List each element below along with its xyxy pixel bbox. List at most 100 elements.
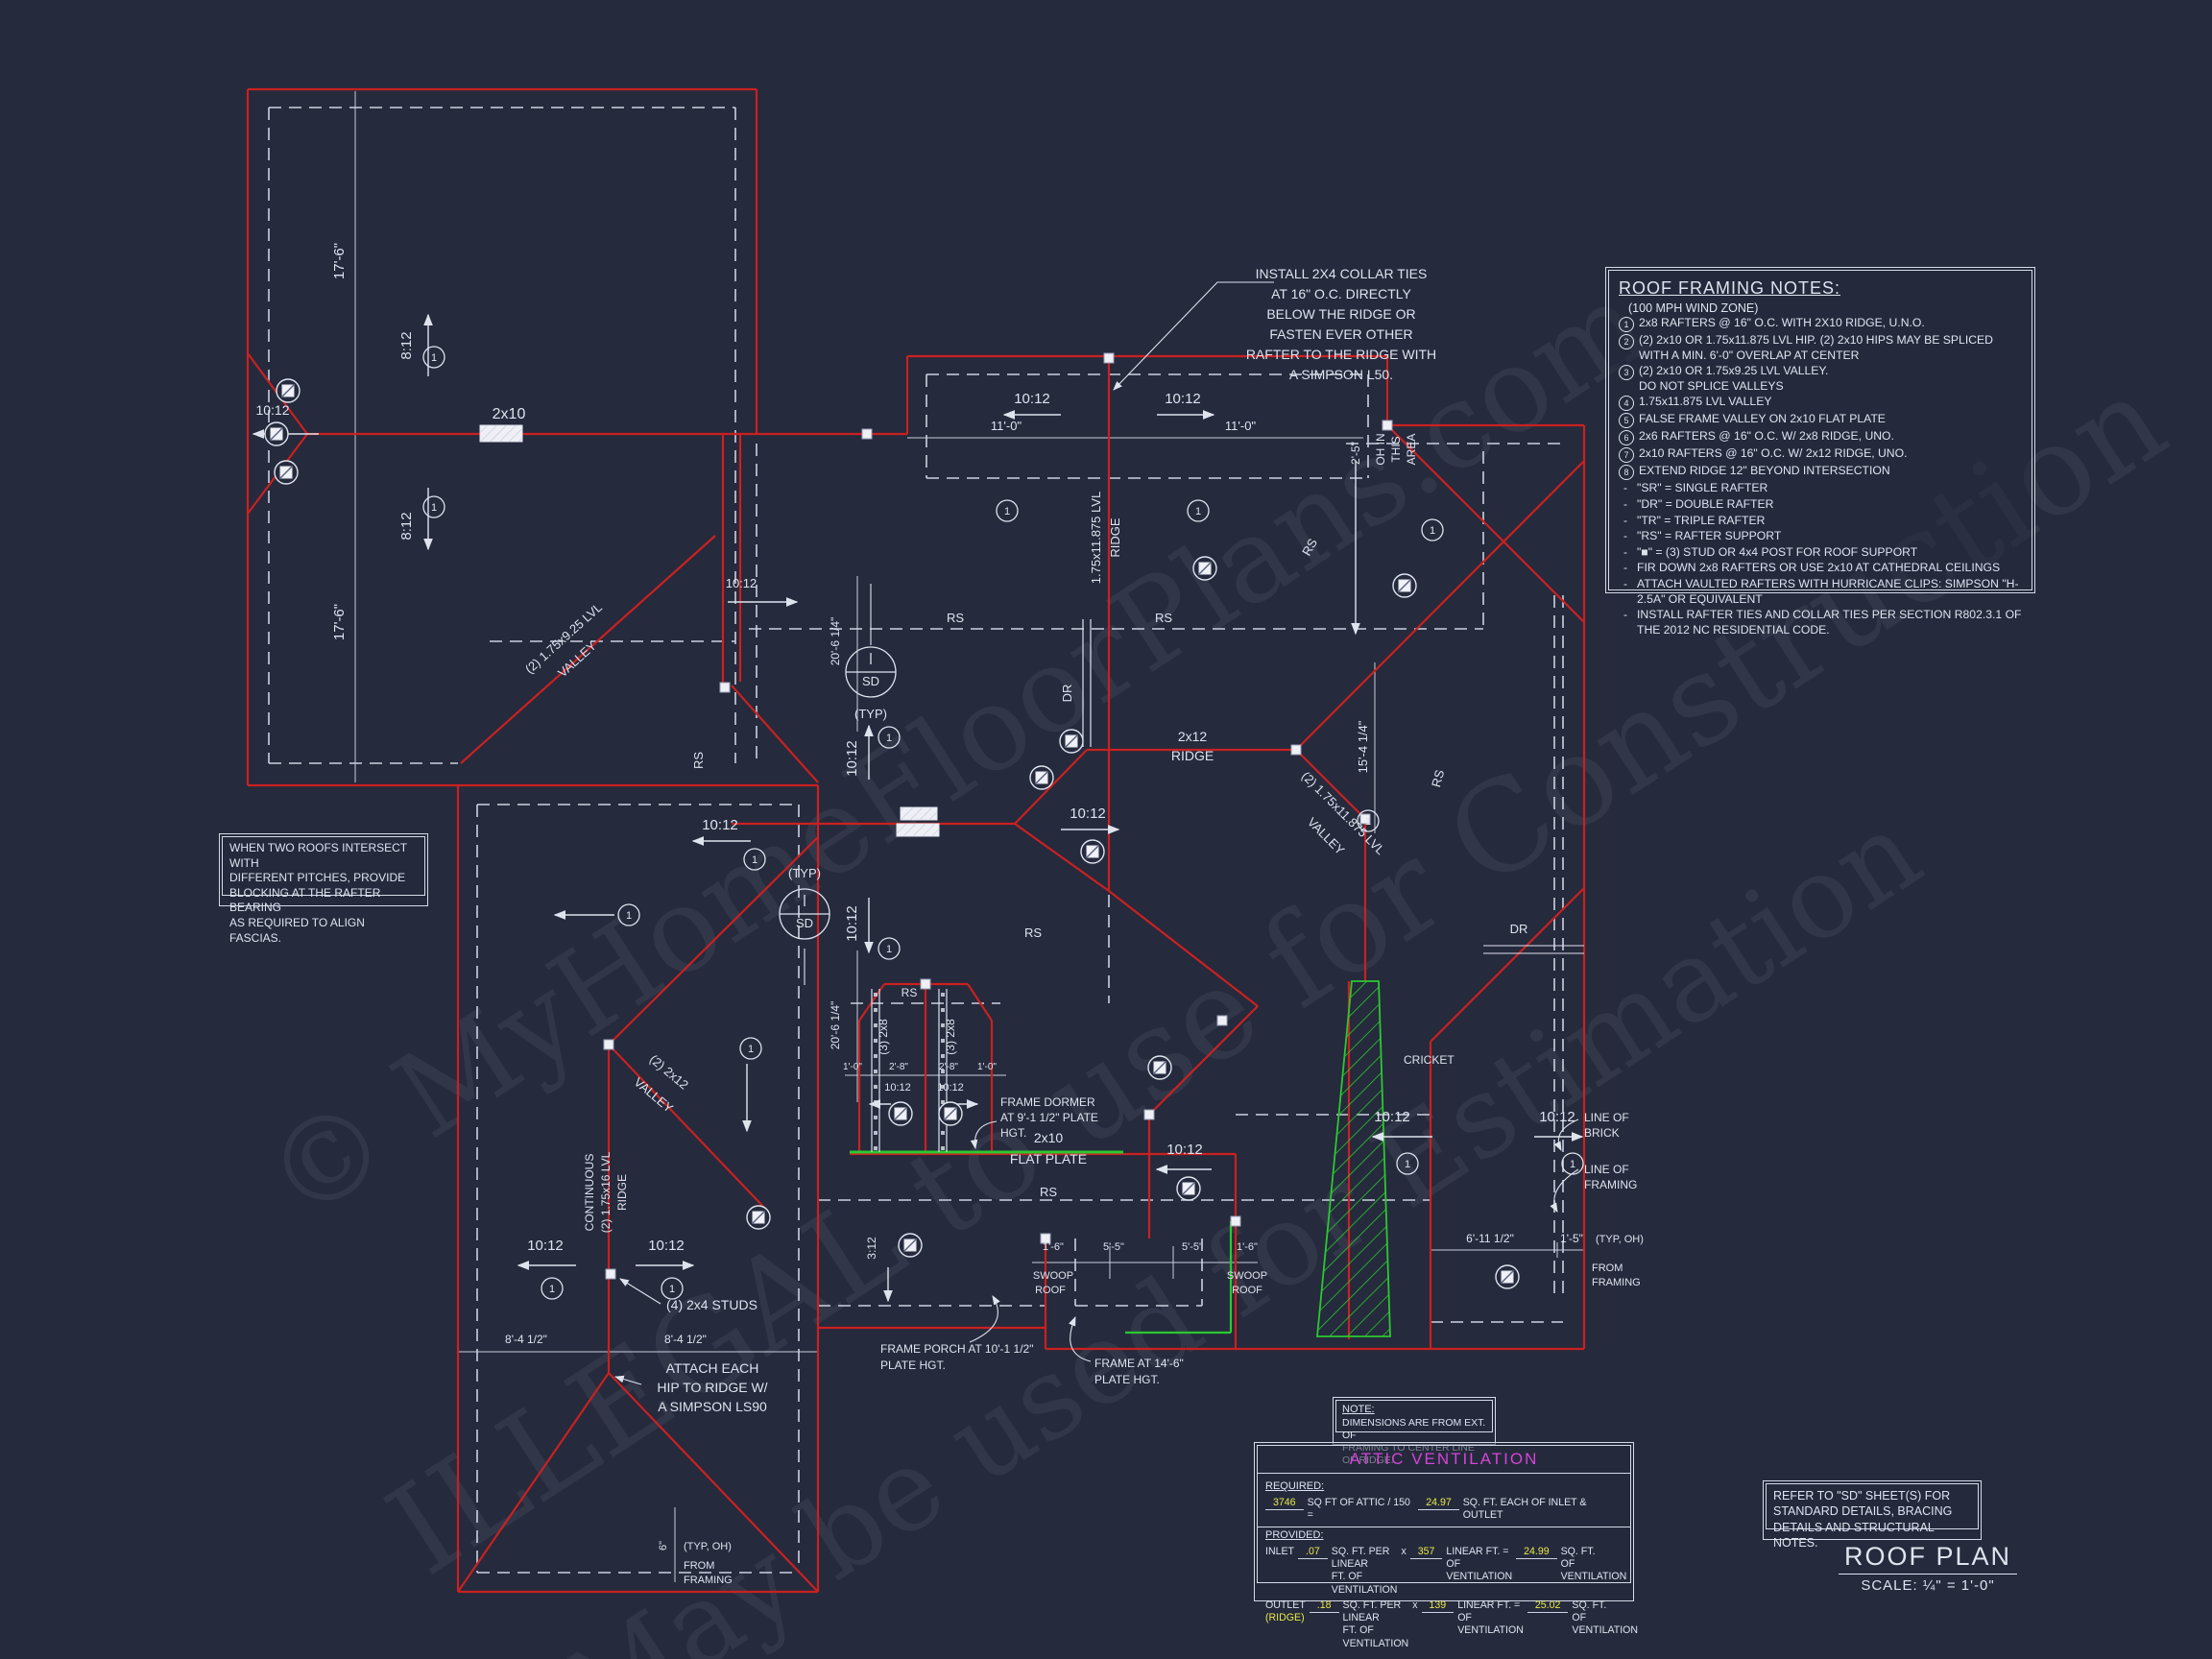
svg-text:1: 1 [1004, 506, 1010, 517]
refer-note-line: REFER TO "SD" SHEET(S) FOR [1773, 1489, 1951, 1503]
attic-outlet-s3: OF VENTILATION [1572, 1612, 1639, 1637]
roof-support-post-icon [264, 421, 289, 446]
roof-framing-notes-panel: ROOF FRAMING NOTES: (100 MPH WIND ZONE) … [1605, 267, 2035, 637]
plan-label: HGT. [1000, 1126, 1026, 1140]
attic-inlet-result: 24.99 [1516, 1546, 1557, 1560]
plan-label: 10:12 [726, 576, 757, 590]
keynote-number-icon: 2 [1619, 334, 1634, 349]
plan-label: ROOF [1232, 1285, 1262, 1296]
plan-label: 3:12 [865, 1237, 878, 1260]
plan-label: RIDGE [1171, 748, 1214, 763]
svg-text:1: 1 [1430, 525, 1435, 537]
plan-label: 8'-4 1/2" [664, 1333, 707, 1346]
plan-label: 2x12 [1178, 729, 1208, 744]
framing-note-item: 2 (2) 2x10 OR 1.75x11.875 LVL HIP. (2) 2x… [1619, 333, 2022, 363]
roof-framing-lines [246, 87, 1586, 1594]
plan-label: 10:12 [527, 1238, 564, 1254]
plan-label: 2x10 [1034, 1130, 1064, 1145]
plan-label: 8:12 [398, 512, 415, 540]
attic-inlet-rate: .07 [1298, 1546, 1328, 1560]
plan-label: RS [1299, 536, 1320, 558]
plan-label: 10:12 [1539, 1109, 1575, 1125]
plan-label: CRICKET [1404, 1053, 1455, 1067]
plan-label: RS [1024, 926, 1042, 940]
svg-text:1: 1 [669, 1284, 675, 1295]
framing-note-text: (2) 2x10 OR 1.75x11.875 LVL HIP. (2) 2x1… [1639, 333, 1993, 362]
keynote-number-icon: 6 [1619, 430, 1634, 446]
plan-label: 10:12 [937, 1082, 964, 1094]
attic-required-tail: SQ. FT. EACH OF INLET & OUTLET [1462, 1496, 1587, 1521]
roof-support-post-icon [1392, 573, 1417, 598]
junction-square-icon [1103, 352, 1115, 364]
plan-label: THIS [1389, 436, 1403, 462]
rafter-lines [871, 619, 1584, 1152]
plan-label: (3) 2x8 [944, 1019, 957, 1055]
keynote-circle-icon: 1 [878, 726, 901, 749]
plan-label: 10:12 [1374, 1109, 1410, 1125]
framing-note-text: 1.75x11.875 LVL VALLEY [1639, 395, 1772, 409]
plan-label: RAFTER TO THE RIDGE WITH [1246, 347, 1436, 362]
keynote-number-icon: 1 [1619, 317, 1634, 332]
svg-text:1: 1 [1195, 506, 1201, 517]
keynote-number-icon: 3 [1619, 365, 1634, 381]
junction-square-icon [1216, 1015, 1228, 1026]
plan-label: RS [947, 611, 964, 625]
plan-label: 10:12 [884, 1082, 911, 1094]
dash-bullet-icon: - [1623, 497, 1628, 512]
keynote-circle-icon: 1 [996, 499, 1019, 522]
attic-inlet-t1: SQ. FT. PER LINEAR [1331, 1545, 1390, 1571]
cricket-and-green-lines [850, 980, 1391, 1337]
keynote-circle-icon: 1 [1187, 499, 1210, 522]
framing-note-item: -"TR" = TRIPLE RAFTER [1619, 514, 2022, 529]
plan-label: A SIMPSON LS90 [658, 1399, 767, 1414]
plan-label: 17'-6" [331, 604, 348, 640]
plan-label: FROM [1592, 1262, 1623, 1274]
plan-label: DR [1060, 685, 1074, 703]
keynote-circle-icon: 1 [1357, 809, 1380, 832]
framing-note-text: "RS" = RAFTER SUPPORT [1637, 529, 1782, 543]
plan-label: 6'-11 1/2" [1466, 1232, 1514, 1245]
svg-text:1: 1 [886, 733, 892, 744]
plan-label: SD [862, 674, 879, 688]
plan-label: INSTALL 2X4 COLLAR TIES [1256, 266, 1428, 281]
keynote-circle-icon: 1 [617, 903, 640, 926]
plan-label: (3) 2x8 [877, 1019, 890, 1055]
attic-required-result: 24.97 [1418, 1497, 1459, 1510]
sheet-title-text: ROOF PLAN [1838, 1542, 2018, 1575]
plan-label: 6" [658, 1541, 669, 1551]
plan-label: 10:12 [1166, 1142, 1203, 1158]
framing-note-text: "■" = (3) STUD OR 4x4 POST FOR ROOF SUPP… [1637, 544, 1918, 559]
plan-label: FRAMING [684, 1575, 733, 1586]
plan-label: RIDGE [615, 1174, 629, 1211]
plan-label: 10:12 [844, 740, 860, 777]
framing-note-text: 2x6 RAFTERS @ 16" O.C. W/ 2x8 RIDGE, UNO… [1639, 429, 1894, 444]
framing-note-item: -"■" = (3) STUD OR 4x4 POST FOR ROOF SUP… [1619, 545, 2022, 561]
junction-squares [603, 352, 1393, 1280]
plan-label: BELOW THE RIDGE OR [1266, 306, 1415, 322]
junction-square-icon [1382, 420, 1393, 431]
plan-label: FASTEN EVER OTHER [1269, 326, 1412, 342]
attic-outlet-x: x [1412, 1599, 1418, 1611]
framing-note-text: FALSE FRAME VALLEY ON 2x10 FLAT PLATE [1639, 412, 1886, 426]
roof-support-post-icon [1147, 1055, 1172, 1080]
plan-label: 10:12 [255, 402, 289, 418]
junction-square-icon [1290, 744, 1302, 756]
attic-required-row: 3746 SQ FT OF ATTIC / 150 = 24.97 SQ. FT… [1265, 1497, 1623, 1522]
framing-notes-wind-zone: (100 MPH WIND ZONE) [1628, 301, 1759, 315]
plan-label: PLATE HGT. [880, 1358, 946, 1372]
plan-label: 11'-0" [1225, 419, 1257, 433]
framing-note-text: (2) 2x10 OR 1.75x9.25 LVL VALLEY. DO NOT… [1639, 364, 1829, 393]
plan-label: 1'-5" [1560, 1232, 1583, 1245]
roof-support-post-icon [938, 1101, 963, 1126]
attic-inlet-label: INLET [1265, 1545, 1295, 1557]
attic-inlet-x: x [1401, 1545, 1407, 1557]
plan-label: RS [1155, 611, 1172, 625]
keynote-circle-icon: 1 [422, 346, 445, 369]
plan-label: 10:12 [1014, 391, 1050, 407]
framing-note-item: 6 2x6 RAFTERS @ 16" O.C. W/ 2x8 RIDGE, UN… [1619, 429, 2022, 446]
dash-bullet-icon: - [1623, 481, 1628, 495]
